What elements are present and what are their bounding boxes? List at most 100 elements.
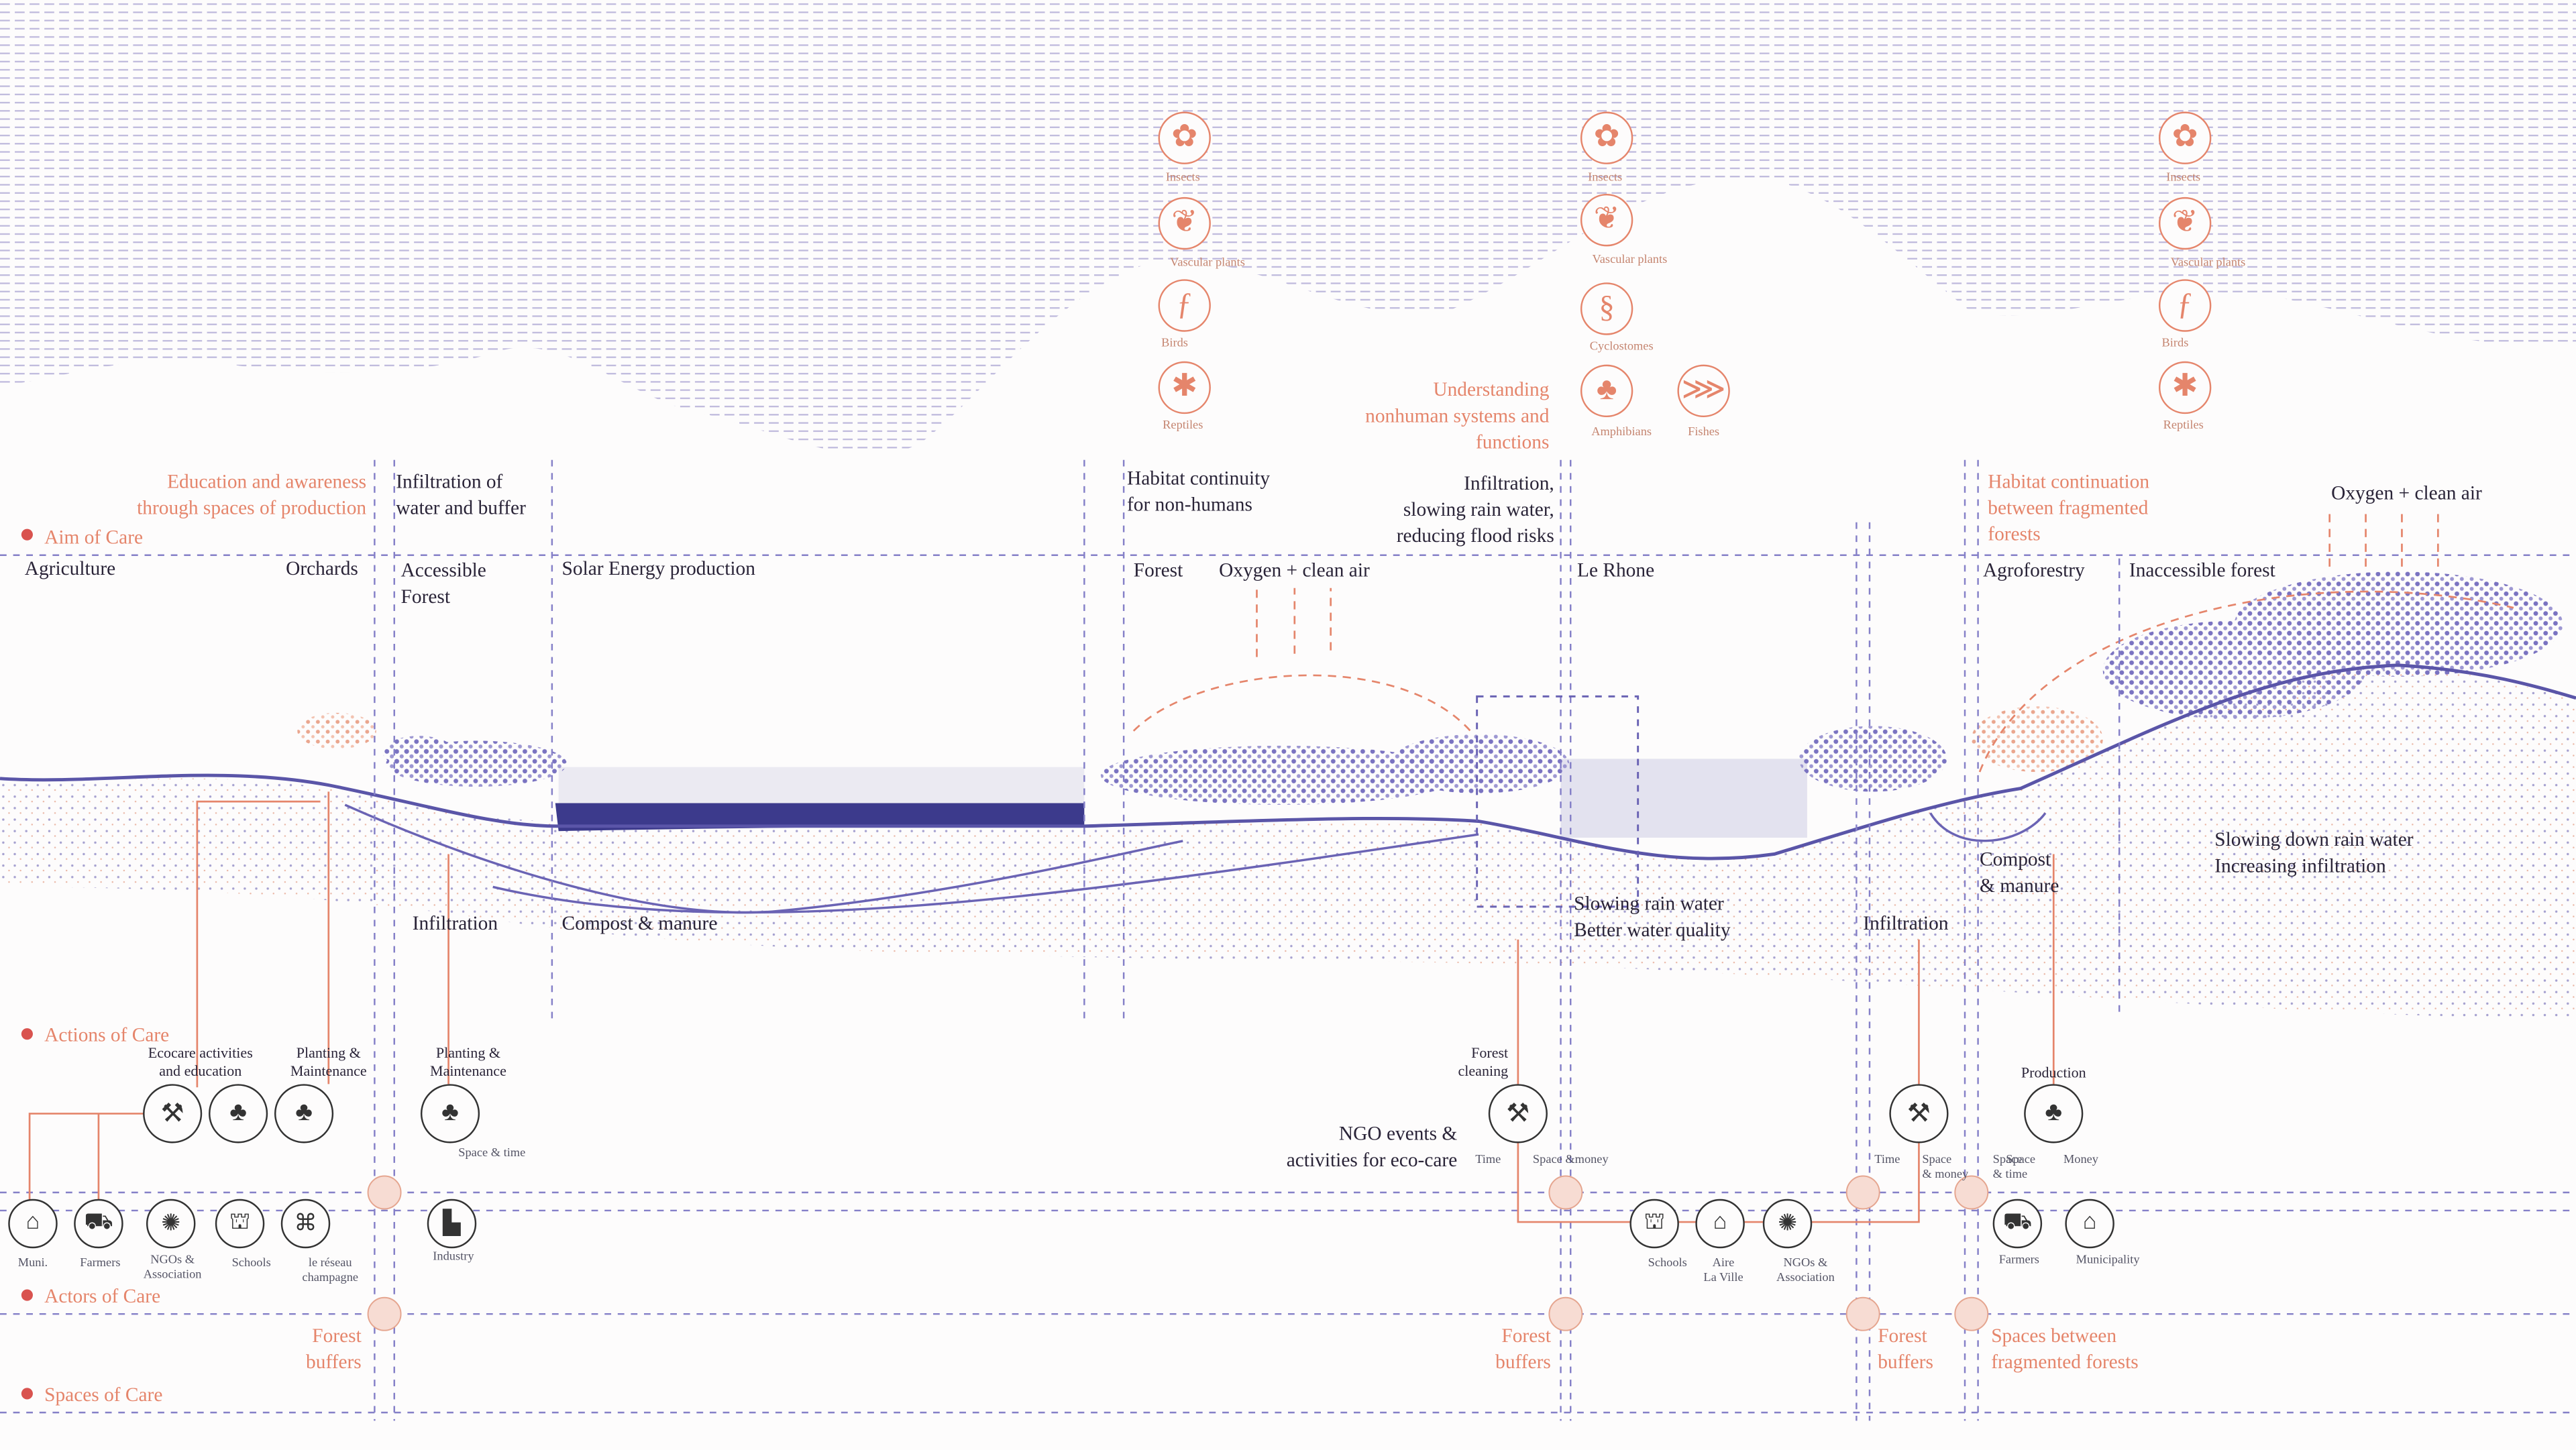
terrain-line [0,663,2576,860]
resource-time: Time [1475,1151,1501,1166]
aim-infiltration-flood: Infiltration, slowing rain water, reduci… [1396,471,1554,547]
plant-icon: ❦ [2158,197,2212,250]
shovel-icon: ⚒ [1889,1084,1949,1144]
resource-time: Time [1874,1151,1900,1166]
resource-space-money: Space & money [1922,1151,1969,1181]
landuse-orchards: Orchards [286,557,358,580]
divider-markers [367,1175,1989,1331]
aim-education: Education and awareness through spaces o… [137,469,367,519]
aim-habitat-continuation: Habitat continuation between fragmented … [1988,469,2150,546]
sky-texture [0,0,2576,455]
aim-infiltration-buffer: Infiltration of water and buffer [396,469,526,519]
space-forest-buffers: Forest buffers [1495,1323,1551,1374]
section-dividers [374,459,2121,1421]
landuse-solar: Solar Energy production [561,557,755,580]
landuse-forest: Forest [1133,558,1183,581]
species-label: Insects [1165,169,1200,184]
legend-bullet [21,1388,33,1400]
species-label: Insects [2166,169,2201,184]
process-compost: Compost & manure [1980,847,2059,897]
action-planting-label: Planting & Maintenance [430,1044,506,1079]
actor-farmers: Farmers [1998,1251,2039,1267]
tractor-icon: ⛟ [74,1198,123,1249]
landuse-oxygen: Oxygen + clean air [1219,558,1370,581]
reptile-icon: ✱ [2158,361,2212,414]
aim-oxygen: Oxygen + clean air [2331,481,2482,504]
river-focus-box [1476,695,1640,908]
actor-reseau: le réseau champagne [302,1255,359,1285]
space-between-forests: Spaces between fragmented forests [1991,1323,2139,1374]
process-compost: Compost & manure [561,911,718,935]
bird-icon: ƒ [2158,279,2212,332]
action-planting-label: Planting & Maintenance [290,1044,367,1079]
actor-municipality: Municipality [2076,1251,2140,1267]
actor-farmers: Farmers [80,1255,121,1270]
actor-aire: Aire La Ville [1703,1255,1743,1285]
solar-panel [555,803,1085,832]
landuse-agroforestry: Agroforestry [1982,558,2085,581]
actor-ngos: NGOs & Association [1776,1255,1835,1285]
infiltration-curves [344,803,2047,914]
aim-understanding: Understanding nonhuman systems and funct… [1365,378,1550,453]
school-icon: ⛫ [215,1198,265,1249]
tree-icon: ♣ [274,1084,334,1144]
building-icon: ⌂ [1695,1198,1745,1249]
solar-band [558,767,1085,803]
tree-clusters [297,571,2563,805]
soil-texture [0,665,2576,1019]
bird-icon: ƒ [1158,279,1211,332]
insect-icon: ✿ [2158,111,2212,164]
species-label: Amphibians [1591,423,1652,439]
space-forest-buffers: Forest buffers [306,1323,362,1374]
species-label: Birds [2161,335,2189,350]
process-slowing-down: Slowing down rain water Increasing infil… [2214,828,2414,877]
species-label: Reptiles [2163,417,2204,433]
action-forest-cleaning: Forest cleaning [1458,1044,1509,1079]
building-icon: ⌂ [8,1198,58,1249]
tree-icon: ♣ [420,1084,480,1144]
species-label: Cyclostomes [1589,338,1654,353]
action-space-time: Space & time [458,1144,526,1160]
shovel-icon: ⚒ [143,1084,203,1144]
tree-icon: ♣ [209,1084,268,1144]
insect-icon: ✿ [1580,111,1633,164]
network-icon: ⌘ [280,1198,331,1249]
plant-icon: ❦ [1580,193,1633,247]
action-ecocare-label: Ecocare activities and education [148,1044,253,1079]
actor-ngos: NGOs & Association [143,1251,202,1282]
building-icon: ⌂ [2065,1198,2114,1249]
fish-icon: ⋙ [1677,364,1730,418]
layer-lines [0,554,2576,1414]
actor-industry: Industry [433,1248,474,1264]
cyclostome-icon: § [1580,282,1633,335]
river-band [1560,759,1807,838]
process-infiltration: Infiltration [412,911,498,935]
resource-money: Money [2063,1151,2098,1166]
species-label: Birds [1161,335,1188,350]
exchange-arcs [1132,512,2514,773]
legend-bullet [21,1289,33,1301]
network-icon: ✺ [146,1198,196,1249]
aim-habitat-continuity: Habitat continuity for non-humans [1127,466,1271,516]
shovel-icon: ⚒ [1488,1084,1548,1144]
species-label: Vascular plants [1592,251,1668,266]
network-icon: ✺ [1762,1198,1813,1249]
space-forest-buffers: Forest buffers [1878,1323,1933,1374]
tractor-icon: ⛟ [1992,1198,2043,1249]
landuse-accessible-forest: Accessible Forest [400,558,486,608]
process-infiltration: Infiltration [1863,911,1949,935]
species-label: Vascular plants [1170,254,1245,270]
resource-space: Space [2006,1151,2036,1166]
legend-spaces: Spaces of Care [44,1383,163,1406]
species-label: Reptiles [1163,417,1203,433]
legend-actors: Actors of Care [44,1284,161,1308]
resource-space-money: Space &money [1532,1151,1609,1166]
actor-schools: Schools [231,1255,271,1270]
legend-actions: Actions of Care [44,1023,170,1047]
school-icon: ⛫ [1629,1198,1679,1249]
actor-muni: Muni. [17,1255,48,1270]
legend-bullet [21,1028,33,1040]
action-production: Production [2021,1064,2086,1081]
amphibian-icon: ♣ [1580,364,1633,418]
